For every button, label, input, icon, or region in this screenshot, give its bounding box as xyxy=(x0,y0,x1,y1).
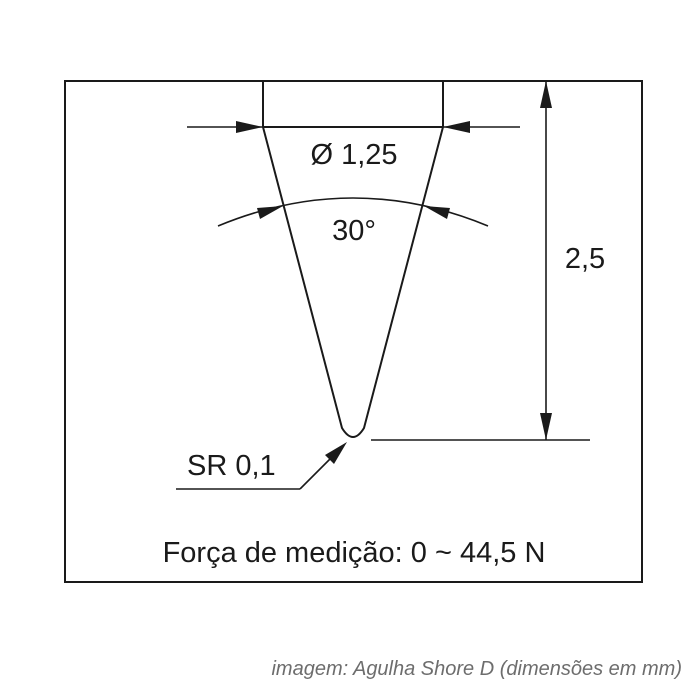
needle-cone xyxy=(262,126,444,438)
needle-shank xyxy=(262,81,444,128)
diameter-label: Ø 1,25 xyxy=(310,139,397,171)
angle-dimension xyxy=(217,197,489,227)
angle-label: 30° xyxy=(332,215,376,247)
radius-leader xyxy=(176,442,347,490)
diagram-frame xyxy=(64,80,643,583)
diameter-dimension xyxy=(187,121,520,133)
height-dimension xyxy=(371,81,590,441)
height-label: 2,5 xyxy=(565,243,605,275)
force-label: Força de medição: 0 ~ 44,5 N xyxy=(163,537,546,569)
image-caption: imagem: Agulha Shore D (dimensões em mm) xyxy=(271,658,682,680)
radius-label: SR 0,1 xyxy=(187,450,276,482)
